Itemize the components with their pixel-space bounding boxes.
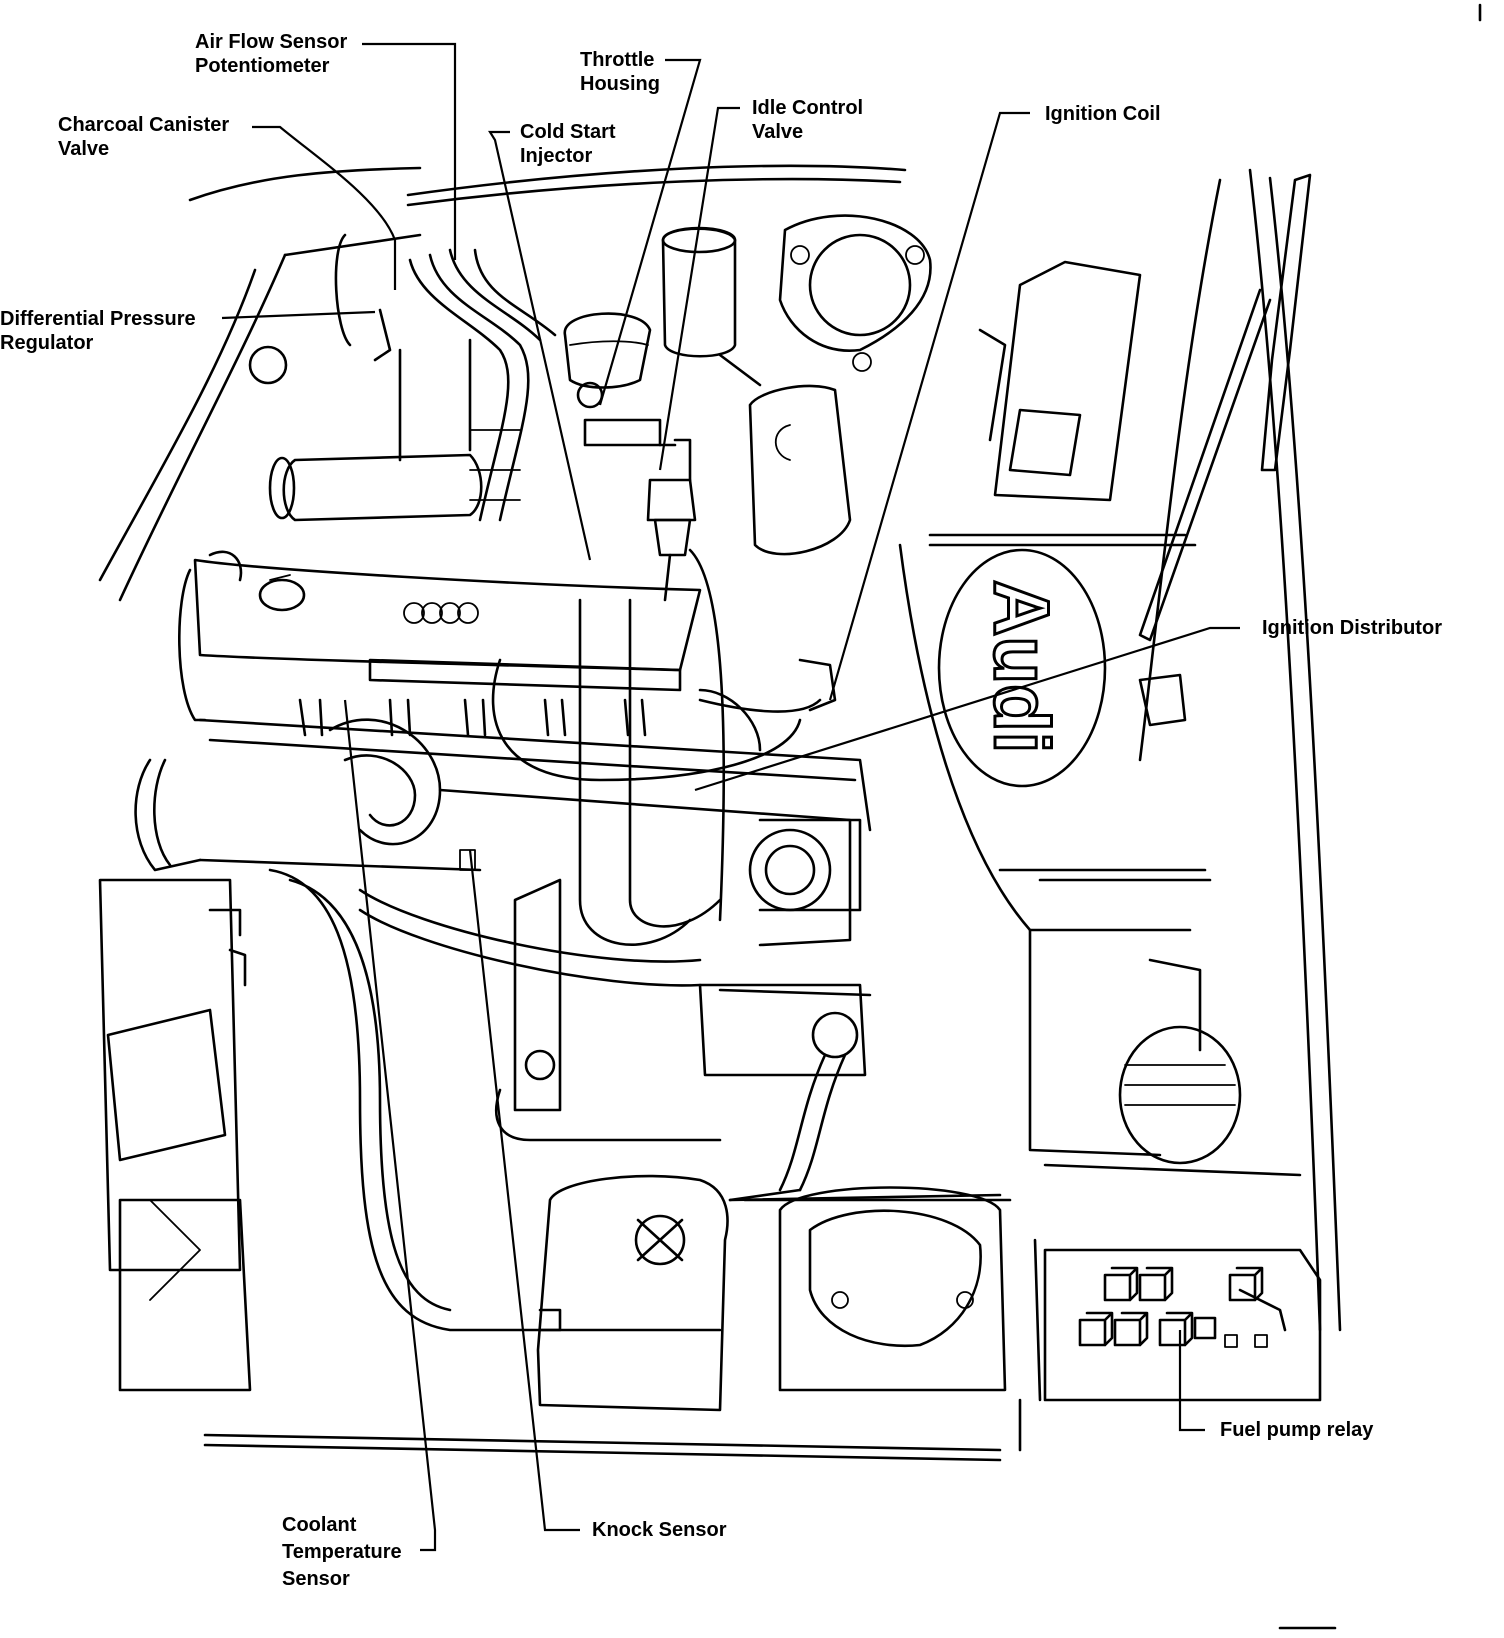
four-rings: [403, 602, 479, 624]
label-ignition-distributor: Ignition Distributor: [1262, 617, 1442, 639]
leader-lines: [221, 42, 1240, 1552]
label-knock-sensor: Knock Sensor: [592, 1519, 727, 1541]
leader-idle: [658, 106, 740, 471]
label-fuel-pump-relay: Fuel pump relay: [1220, 1419, 1374, 1441]
leader-cold-start: [488, 130, 592, 561]
strut-tower-top: [778, 214, 932, 372]
washer-reservoir: [536, 1174, 729, 1412]
label-air-flow-sensor: Air Flow Sensor Potentiometer: [195, 31, 348, 77]
leader-diff-pressure: [221, 310, 376, 320]
leader-air-flow: [362, 42, 457, 260]
idle-valve-body: [646, 438, 697, 602]
lower-hoses: [268, 868, 722, 1332]
valve-cover: [178, 550, 702, 722]
label-differential-pressure: Differential Pressure Regulator: [0, 308, 196, 354]
leader-charcoal: [252, 125, 397, 290]
audi-logo: Audi: [937, 548, 1107, 788]
leader-knock: [468, 849, 580, 1532]
leader-distributor: [694, 626, 1240, 792]
label-throttle-housing: Throttle Housing: [580, 49, 660, 95]
lower-strut-tower: [743, 1186, 1012, 1392]
radiator: [98, 878, 252, 1392]
throttle-body: [563, 226, 737, 447]
label-idle-control-valve: Idle Control Valve: [752, 97, 864, 143]
spark-plugs: [298, 698, 647, 737]
leader-throttle: [598, 58, 702, 406]
label-charcoal-canister: Charcoal Canister Valve: [58, 114, 230, 160]
upper-hoses: [398, 248, 557, 522]
leader-fuel-relay: [1178, 1330, 1205, 1432]
label-ignition-coil: Ignition Coil: [1045, 103, 1161, 125]
module-box: [698, 983, 872, 1192]
engine-mount: [495, 878, 722, 1142]
logo-text: Audi: [978, 580, 1066, 753]
battery-box: [978, 260, 1142, 502]
fuse-box: [1033, 1238, 1322, 1402]
body-outline: [98, 164, 1342, 1462]
leader-ignition-coil: [828, 111, 1030, 701]
leader-coolant: [343, 699, 437, 1552]
label-coolant-temperature-sensor: Coolant Temperature Sensor: [282, 1514, 402, 1590]
coolant-hose: [328, 718, 442, 846]
reservoir: [748, 384, 852, 556]
right-fender: [898, 533, 1302, 1177]
wiper-arm: [1138, 173, 1312, 642]
misc-details: [373, 3, 1482, 1630]
distributor-wires: [491, 548, 822, 946]
distributor: [748, 818, 862, 912]
relays: [1078, 1266, 1268, 1348]
label-cold-start-injector: Cold Start Injector: [520, 121, 616, 167]
intake-tube: [248, 233, 483, 522]
